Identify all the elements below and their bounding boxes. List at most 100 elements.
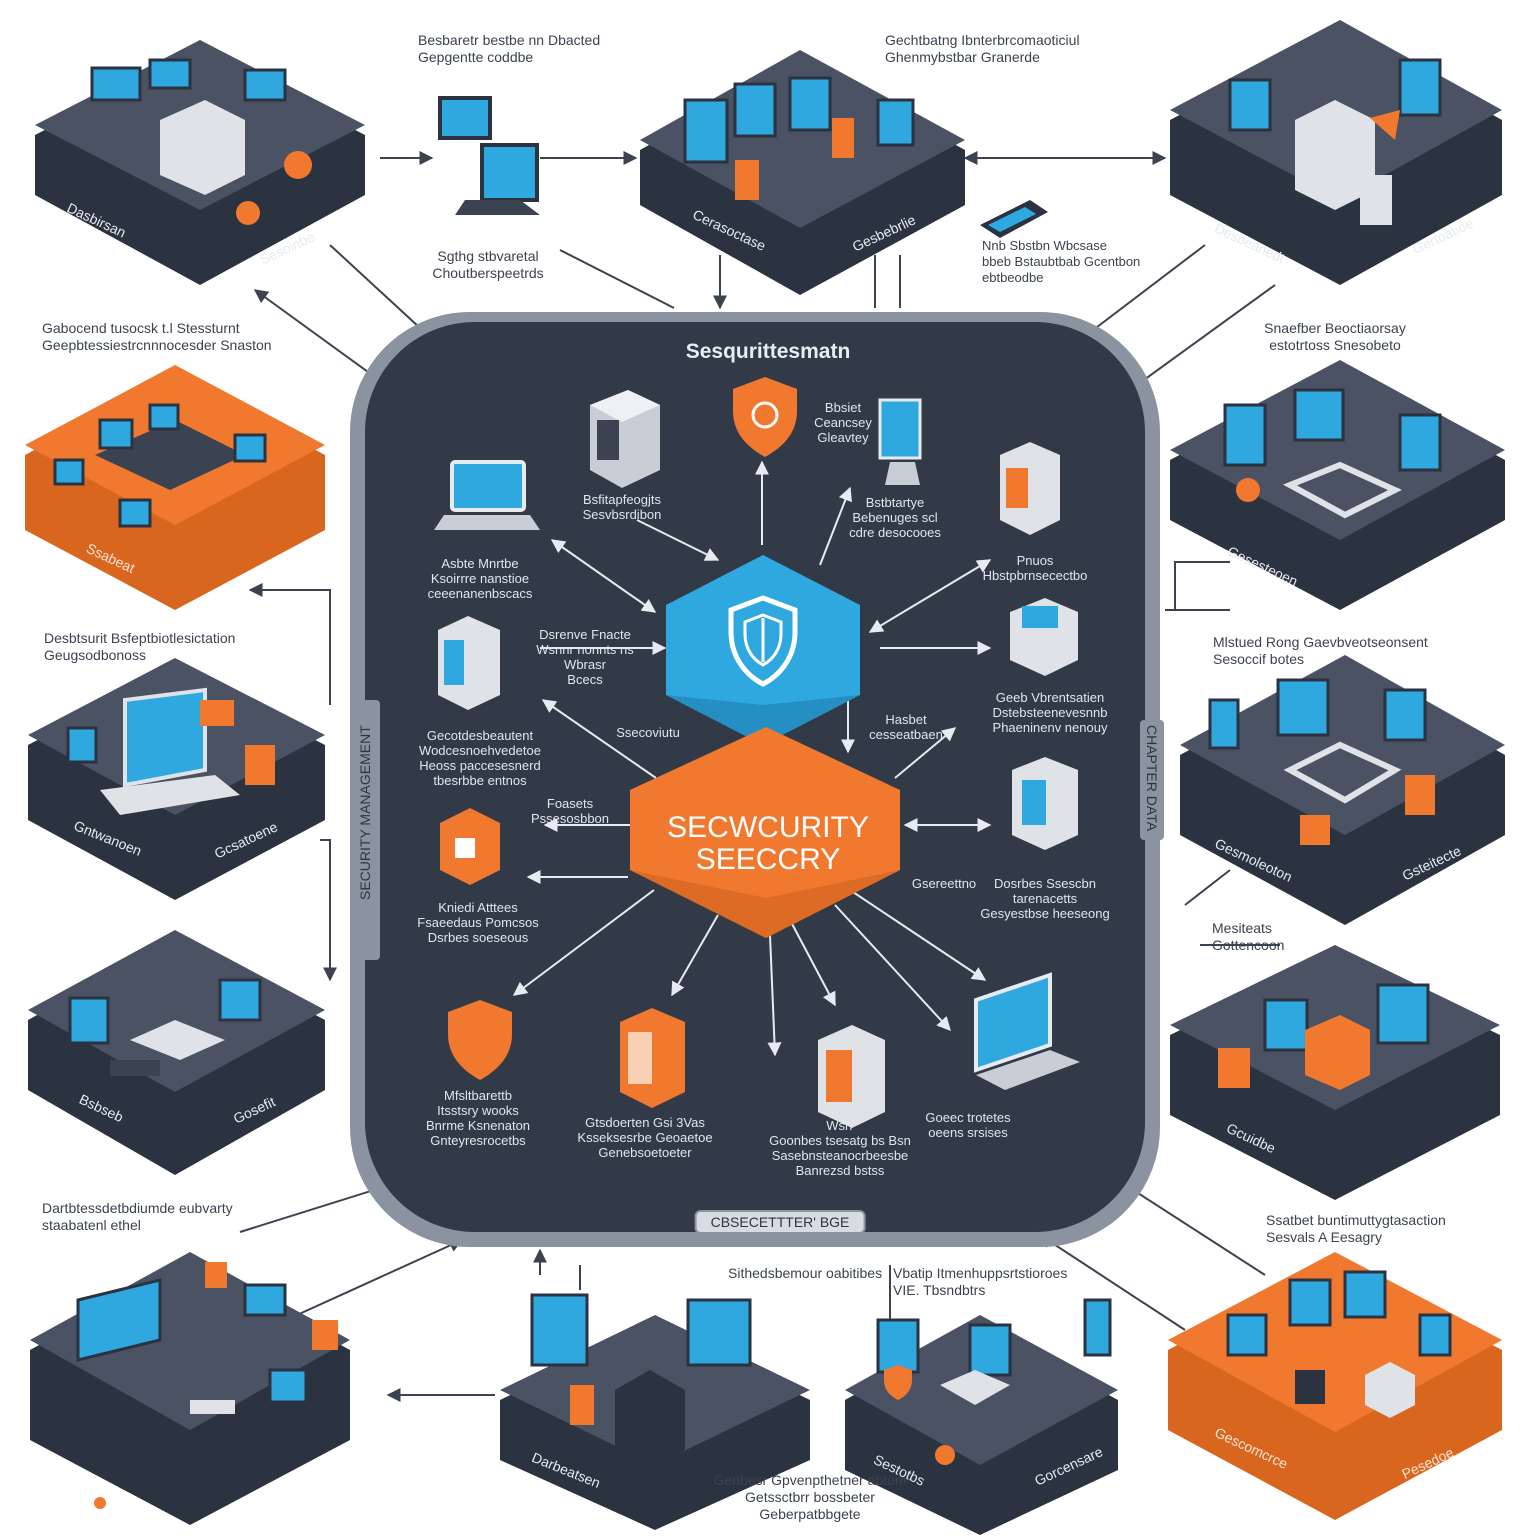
outer-label-11-line2: Sesvals A Eesagry [1266,1229,1382,1245]
inner-label-7: Geeb Vbrentsatien Dstebsteenevesnnb Phae… [993,690,1108,735]
server-rack-icon [1000,442,1060,535]
inner-label-17-line4: Banrezsd bstss [795,1163,885,1178]
inner-label-2-line2: Ceancsey [814,415,872,430]
inner-label-13-line2: tarenacetts [1012,891,1078,906]
hub-left-vertical-label: SECURITY MANAGEMENT [357,725,373,900]
inner-label-8: Gecotdesbeautent Wodcesnoehvedetoe Heoss… [419,728,541,788]
outer-label-2-line2: Ghenmybstbar Granerde [885,49,1040,65]
outer-label-1: Besbaretr bestbe nn Dbacted Gepgentte co… [418,32,600,66]
inner-label-8-line2: Wodcesnoehvedetoe [419,743,541,758]
outer-label-4-line1: Nnb Sbstbn Wbcsase [982,238,1108,253]
inner-label-11-line1: Foasets [546,796,594,811]
inner-label-17-line2: Goonbes tsesatg bs Bsn [769,1133,911,1148]
inner-label-7-line1: Geeb Vbrentsatien [995,690,1105,705]
inner-label-6-line3: Wbrasr [564,657,606,672]
inner-label-2: Bbsiet Ceancsey Gleavtey [814,400,872,445]
outer-label-6: Snaefber Beoctiaorsay estotrtoss Snesobe… [1264,320,1406,354]
inner-label-16-line1: Gtsdoerten Gsi 3Vas [585,1115,705,1130]
shield-badge-icon [733,377,797,457]
node-office [28,930,325,1175]
outer-label-14: Genbesr Gpvenpthetner abtom Getssctbrr b… [713,1472,906,1523]
inner-devices [434,377,1080,1128]
inner-label-10-line1: Hasbet [885,712,927,727]
shield-icon [728,595,798,687]
inner-label-6: Dsrenve Fnacte Wsnnr nonnts ns Wbrasr Bc… [536,627,634,687]
inner-label-15-line4: Gnteyresrocetbs [430,1133,526,1148]
database-icon [438,616,500,710]
hub-right-vertical-label: CHAPTER DATA [1144,725,1160,832]
outer-label-4-line3: ebtbeodbe [982,270,1044,285]
outer-label-7-line2: Geugsodbonoss [44,647,146,663]
node-server-room [1180,655,1505,925]
inner-label-4-line2: Ksoirrre nanstioe [430,571,530,586]
inner-label-13-line1: Dosrbes Ssescbn [994,876,1096,891]
inner-label-9-line1: Ssecoviutu [616,725,680,740]
inner-label-3: Bstbtartye Bebenuges scl cdre desocooes [849,495,941,540]
node-data-center [1170,20,1502,285]
outer-label-3-line1: Sgthg stbvaretal [437,248,539,264]
outer-label-6-line1: Snaefber Beoctiaorsay [1264,320,1406,336]
inner-label-4-line3: ceeenanenbscacs [427,586,533,601]
core-hexagon [630,727,900,938]
node-network-hub [25,365,325,610]
outer-label-1-line1: Besbaretr bestbe nn Dbacted [418,32,601,48]
inner-label-6-line4: Bcecs [567,672,603,687]
outer-connectors [239,151,1280,1402]
node-security-ops [1170,945,1500,1200]
hub-footer-tab: CBSECETTTER' BGE [694,1210,866,1234]
outer-label-5: Gabocend tusocsk t.l Stessturnt Geepbtes… [42,320,272,354]
inner-label-15-line3: Bnrme Ksnenaton [425,1118,531,1133]
outer-label-14-line2: Getssctbrr bossbeter [745,1489,875,1505]
inner-label-14: Kniedi Atttees Fsaeedaus Pomcsos Dsrbes … [417,900,538,945]
node-monitoring [28,658,325,900]
inner-label-13: Dosrbes Ssescbn tarenacetts Gesyestbse h… [980,876,1109,921]
inner-label-4: Asbte Mnrtbe Ksoirrre nanstioe ceeenanen… [428,556,533,601]
inner-label-7-line2: Dstebsteenevesnnb [992,705,1108,720]
outer-label-11-line1: Ssatbet buntimuttygtasaction [1266,1212,1446,1228]
monitor-icon [878,398,922,485]
outer-label-1-line2: Gepgentte coddbe [418,49,534,65]
inner-label-14-line2: Fsaeedaus Pomcsos [417,915,539,930]
outer-label-4: Nnb Sbstbn Wbcsase bbeb Bstaubtbab Gcent… [982,238,1140,286]
inner-label-14-line3: Dsrbes soeseous [427,930,529,945]
outer-label-11: Ssatbet buntimuttygtasaction Sesvals A E… [1266,1212,1446,1246]
inner-label-7-line3: Phaeninenv nenouy [992,720,1108,735]
inner-label-15-line2: Itsstsry wooks [437,1103,519,1118]
inner-label-5-line2: Hbstpbrnsecectbo [982,568,1088,583]
outer-label-12: Sithedsbemour oabitibes [728,1265,882,1282]
inner-label-9: Ssecoviutu [616,725,680,740]
inner-label-1-line1: Bsfitapfeogjts [582,492,662,507]
inner-label-16-line3: Genebsoetoeter [598,1145,692,1160]
shield-orange-icon [448,1000,512,1080]
outer-label-9: Mesiteats Gottencoon [1212,920,1284,954]
inner-label-8-line4: tbesrbbe entnos [433,773,527,788]
outer-label-5-line2: Geepbtessiestrcnnnocesder Snaston [42,337,272,353]
inner-label-12-line1: Gsereettno [911,876,977,891]
shield-hexagon [666,555,860,745]
storage-icon [1010,598,1078,676]
inner-label-3-line3: cdre desocooes [849,525,941,540]
inner-label-8-line3: Heoss paccesesnerd [419,758,541,773]
isometric-nodes [25,20,1505,1535]
outer-label-8-line1: Mlstued Rong Gaevbveotseonsent [1213,634,1428,650]
outer-label-14-line1: Genbesr Gpvenpthetner abtom [713,1472,907,1488]
outer-label-7: Desbtsurit Bsfeptbiotlesictation Geugsod… [44,630,235,664]
inner-label-17-line3: Sasebnsteanocrbeesbe [771,1148,909,1163]
outer-label-14-line3: Geberpatbbgete [759,1506,861,1522]
outer-label-4-line2: bbeb Bstaubtbab Gcentbon [982,254,1141,269]
orange-cube-icon [440,808,500,885]
inner-label-18: Goeec trotetes oeens srsises [925,1110,1010,1140]
inner-label-3-line2: Bebenuges scl [852,510,938,525]
outer-label-2: Gechtbatng Ibnterbrcomaoticiul Ghenmybst… [885,32,1080,66]
outer-label-12-line1: Sithedsbemour oabitibes [728,1265,883,1281]
inner-label-13-line3: Gesyestbse heeseong [980,906,1110,921]
outer-label-10-line1: Dartbtessdetbdiumde eubvarty [42,1200,233,1216]
outer-label-2-line1: Gechtbatng Ibnterbrcomaoticiul [885,32,1080,48]
inner-label-6-line2: Wsnnr nonnts ns [536,642,634,657]
node-incident-response [1168,1252,1502,1520]
outer-label-3-line2: Choutberspeetrds [432,265,544,281]
inner-label-17-line1: Wsrr [826,1118,854,1133]
outer-label-8: Mlstued Rong Gaevbveotseonsent Sesoccif … [1213,634,1428,668]
outer-label-13-line2: VIE. Tbsndbtrs [893,1282,986,1298]
